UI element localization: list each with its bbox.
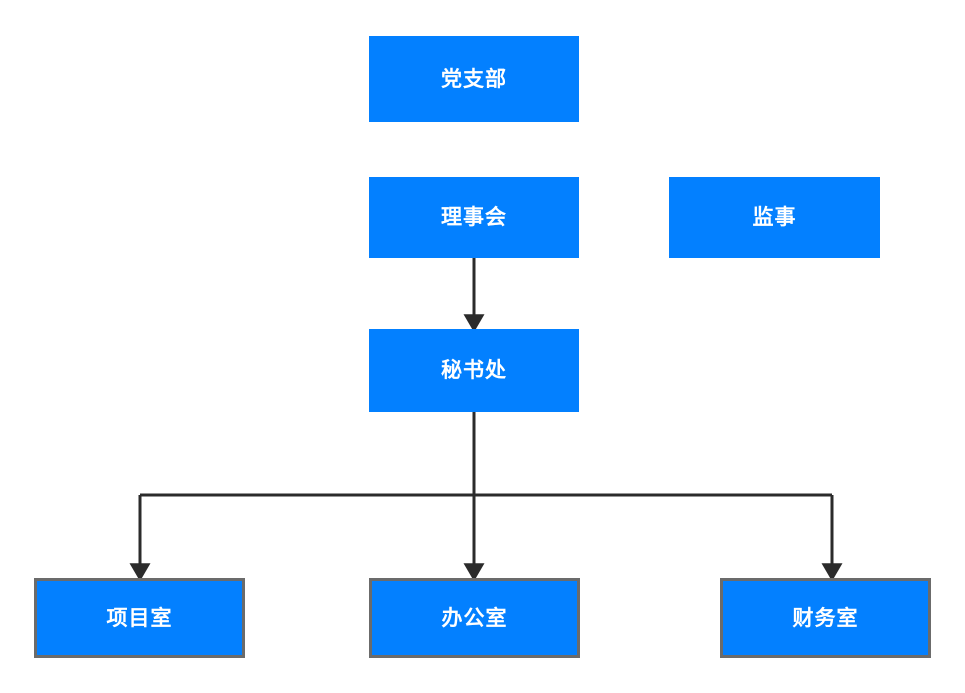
node-secretariat-label: 秘书处 bbox=[441, 359, 507, 382]
node-project-office-label: 项目室 bbox=[106, 606, 173, 630]
node-supervisor-label: 监事 bbox=[752, 206, 797, 229]
node-board[interactable]: 理事会 bbox=[369, 177, 579, 258]
node-general-office[interactable]: 办公室 bbox=[369, 578, 580, 658]
node-party-branch-label: 党支部 bbox=[441, 67, 507, 91]
node-supervisor[interactable]: 监事 bbox=[669, 177, 880, 258]
node-party-branch[interactable]: 党支部 bbox=[369, 36, 579, 122]
node-general-office-label: 办公室 bbox=[441, 606, 508, 630]
node-finance-office[interactable]: 财务室 bbox=[720, 578, 931, 658]
node-secretariat[interactable]: 秘书处 bbox=[369, 329, 579, 412]
node-finance-office-label: 财务室 bbox=[792, 606, 859, 630]
node-project-office[interactable]: 项目室 bbox=[34, 578, 245, 658]
node-board-label: 理事会 bbox=[441, 206, 507, 229]
